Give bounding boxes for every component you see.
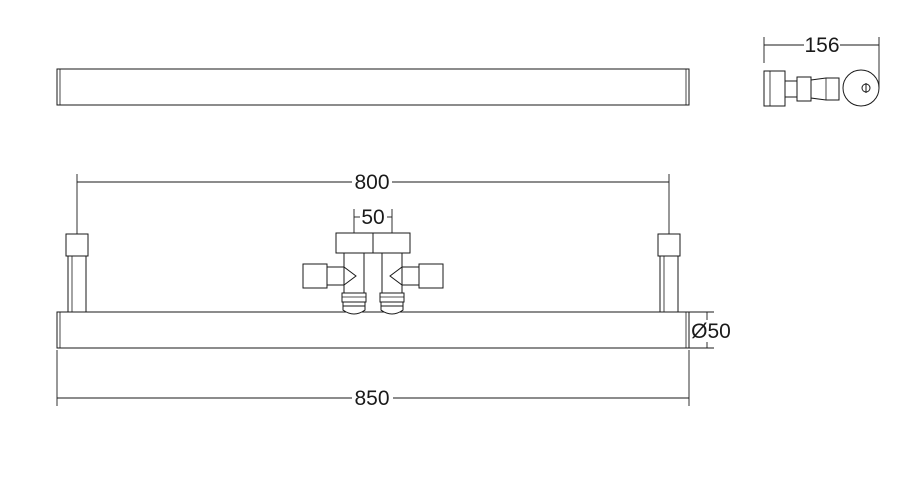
side-view-tube-circle <box>842 69 880 107</box>
left-fitting-nut <box>341 292 367 303</box>
left-valve-body <box>343 252 365 294</box>
side-view-wall-block <box>763 70 786 107</box>
left-post-cap <box>65 233 89 257</box>
dim-156-label: 156 <box>804 34 839 57</box>
dim-50-label: 50 <box>361 206 384 229</box>
dim-overall-width: 850 <box>56 350 690 410</box>
dim-pipe-spacing: 50 <box>353 206 393 233</box>
right-valve-handle <box>418 263 444 289</box>
right-post <box>659 255 679 313</box>
right-fitting-nut <box>379 292 405 303</box>
side-view-arm-1 <box>784 80 798 98</box>
front-view <box>56 232 690 349</box>
right-valve-body <box>381 252 403 294</box>
dim-side-depth: 156 <box>763 34 880 88</box>
side-view-arm-3 <box>810 77 840 101</box>
top-view <box>56 68 690 106</box>
side-view <box>763 69 880 107</box>
left-fitting-tail-overlap <box>342 305 366 315</box>
right-fitting-tail-overlap <box>380 305 404 315</box>
top-view-tube-outline <box>56 68 690 106</box>
main-tube <box>56 311 690 349</box>
side-view-arm-2 <box>796 76 812 102</box>
dim-center-distance: 800 <box>76 171 670 234</box>
dim-850-label: 850 <box>354 387 389 410</box>
dim-dia-label: Ø50 <box>691 320 731 343</box>
left-valve-handle <box>302 263 328 289</box>
dim-800-label: 800 <box>354 171 389 194</box>
right-post-cap <box>657 233 681 257</box>
dim-tube-diameter: Ø50 <box>689 311 731 349</box>
left-post <box>67 255 87 313</box>
